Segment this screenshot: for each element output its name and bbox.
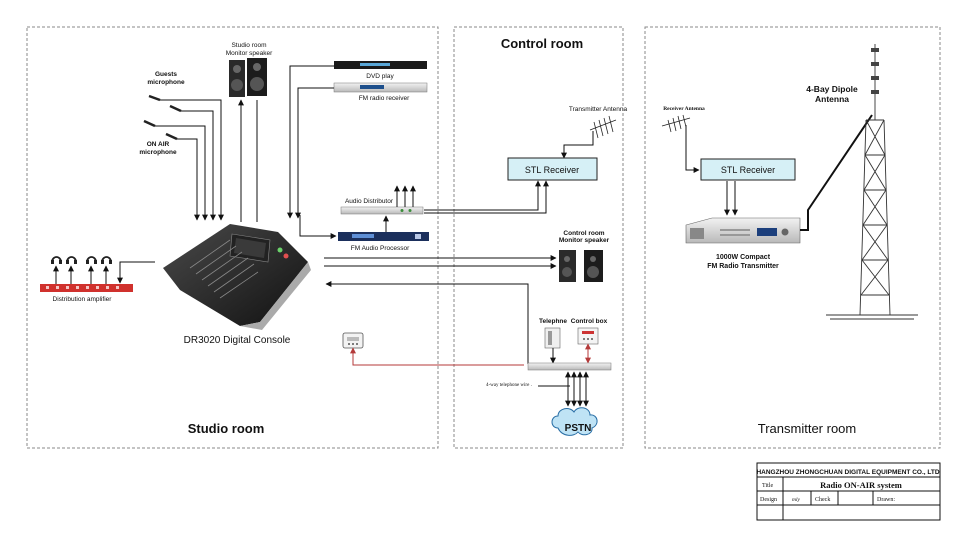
dvd-player: [334, 61, 427, 69]
studio-monitor-label-1: Studio room: [231, 42, 266, 49]
distribution-amp-label: Distribution amplifier: [53, 296, 113, 303]
antenna-tower: [826, 44, 918, 320]
wire-dvd-console: [287, 65, 334, 219]
wire-distributor-stl-1: [424, 180, 541, 211]
wire-console-dist-amp: [117, 261, 155, 284]
wire-guest-mic-1: [160, 99, 224, 221]
title-block-design-value: mly: [792, 497, 801, 503]
wire-onair-mic-2: [177, 138, 200, 221]
pstn-lines: [565, 371, 589, 407]
onair-microphones: [143, 119, 178, 141]
transmitter-antenna-label: Transmitter Antenna: [569, 106, 628, 113]
fm-transmitter-label-1: 1000W Compact: [716, 254, 771, 261]
pstn-cloud: [551, 407, 598, 436]
studio-room-title: Studio room: [188, 421, 265, 436]
guests-mic-label-1: Guests: [155, 71, 177, 78]
telephone-hybrid: [527, 362, 612, 371]
audio-distributor: [340, 206, 424, 215]
wire-fm-receiver-console: [295, 87, 334, 219]
wire-hybrid-line: [350, 347, 524, 366]
wire-onair-mic-1: [155, 125, 208, 221]
telephone: [544, 327, 561, 349]
studio-room-boundary: [26, 26, 439, 449]
wire-phone-return: [325, 281, 529, 364]
title-block-title-label: Title: [762, 483, 773, 489]
transmitter-room-title: Transmitter room: [758, 421, 856, 436]
control-monitor-speaker: [559, 250, 603, 282]
wire-console-processor: [299, 215, 337, 239]
wire-guest-mic-2: [181, 110, 216, 221]
title-block-drawn-label: Drawn:: [877, 497, 895, 503]
pstn-label: PSTN: [565, 423, 592, 434]
onair-mic-label-2: microphone: [139, 149, 177, 156]
title-block-title-value: Radio ON-AIR system: [820, 480, 902, 490]
title-block-design-label: Design: [760, 497, 777, 503]
transmitter-antenna: [589, 115, 617, 139]
hybrid-control-unit: [342, 332, 364, 349]
transmitter-room-boundary: [644, 26, 941, 449]
fm-radio-receiver: [333, 82, 428, 93]
guests-microphones: [148, 94, 182, 113]
fm-audio-processor-label: FM Audio Processor: [351, 245, 410, 252]
headphones: [51, 256, 112, 264]
receiver-antenna-label: Receiver Antenna: [663, 106, 705, 112]
dipole-label-1: 4-Bay Dipole: [806, 84, 858, 94]
control-room-title: Control room: [501, 36, 583, 51]
receiver-antenna: [661, 114, 691, 133]
guests-mic-label-2: microphone: [147, 79, 185, 86]
control-monitor-label-2: Monitor speaker: [559, 237, 610, 244]
dipole-elements: [871, 48, 879, 94]
fm-audio-processor: [338, 232, 429, 241]
wire-transmitter-antenna: [800, 114, 873, 231]
title-block-company: HANGZHOU ZHONGCHUAN DIGITAL EQUIPMENT CO…: [756, 469, 939, 476]
dvd-label: DVD play: [366, 73, 394, 80]
studio-monitor-label-2: Monitor speaker: [226, 50, 273, 57]
dipole-label-2: Antenna: [815, 94, 849, 104]
stl-receiver-tx-label: STL Receiver: [721, 165, 775, 175]
control-box: [577, 327, 599, 345]
fm-radio-receiver-label: FM radio receiver: [359, 95, 410, 102]
control-box-label: Control box: [571, 318, 608, 325]
stl-receiver-control: [507, 157, 598, 181]
telephone-label: Telephne: [539, 318, 567, 325]
headphone-wires: [53, 265, 109, 284]
title-block-check-label: Check: [815, 497, 830, 503]
control-monitor-label-1: Control room: [563, 230, 604, 237]
fm-transmitter-label-2: FM Radio Transmitter: [707, 263, 779, 270]
console-label: DR3020 Digital Console: [184, 335, 291, 346]
audio-distributor-outputs: [394, 185, 416, 207]
onair-mic-label-1: ON AIR: [147, 141, 170, 148]
audio-distributor-label: Audio Distributor: [345, 198, 394, 205]
stl-receiver-transmitter: [700, 158, 796, 181]
wire-distributor-stl-2: [424, 180, 549, 214]
dr3020-digital-console: [163, 224, 311, 330]
wire-stl-to-antenna: [561, 131, 594, 159]
title-block: [756, 462, 941, 521]
wire-rx-antenna-stl: [685, 125, 700, 173]
studio-monitor-speaker: [229, 58, 267, 97]
distribution-amplifier: [40, 284, 133, 292]
stl-receiver-control-label: STL Receiver: [525, 165, 579, 175]
telephone-wire-label: 4-way telephone wire .: [486, 383, 532, 388]
fm-transmitter: [685, 217, 801, 244]
